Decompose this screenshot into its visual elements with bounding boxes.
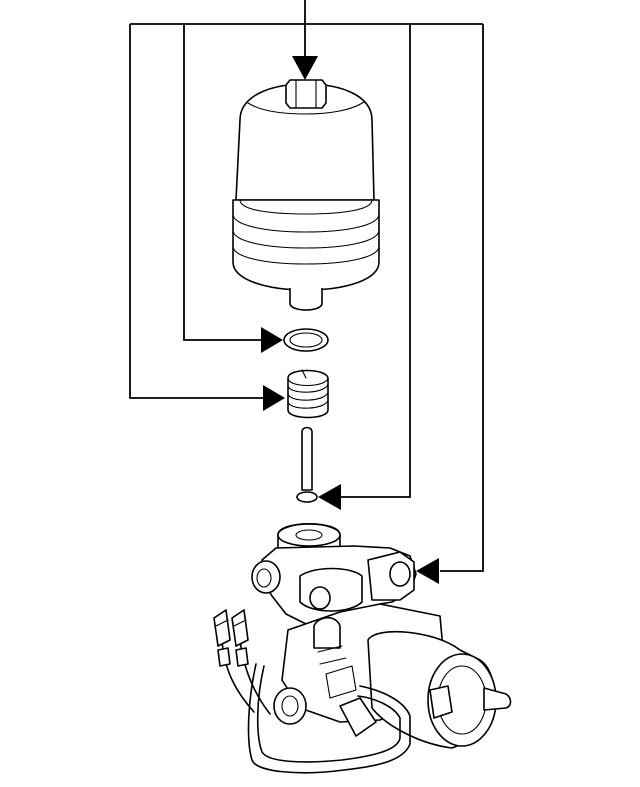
coil-spring [287,369,329,419]
arrowhead-filter-down [292,56,318,80]
leader-lines [129,0,484,572]
oil-filter-cartridge [232,79,380,311]
arrowhead-o-ring [261,327,283,353]
leader-line-pin [340,24,411,498]
leader-line-spring [129,24,264,399]
leader-line-pump [440,24,484,572]
pump-motor-assembly [213,522,512,774]
arrowheads [261,56,439,584]
leader-line-o-ring [183,24,262,341]
arrowhead-spring [263,385,285,411]
o-ring-seal [283,328,329,352]
valve-pin [296,426,318,503]
arrowhead-pump [416,558,439,584]
arrowhead-pin [318,484,341,510]
